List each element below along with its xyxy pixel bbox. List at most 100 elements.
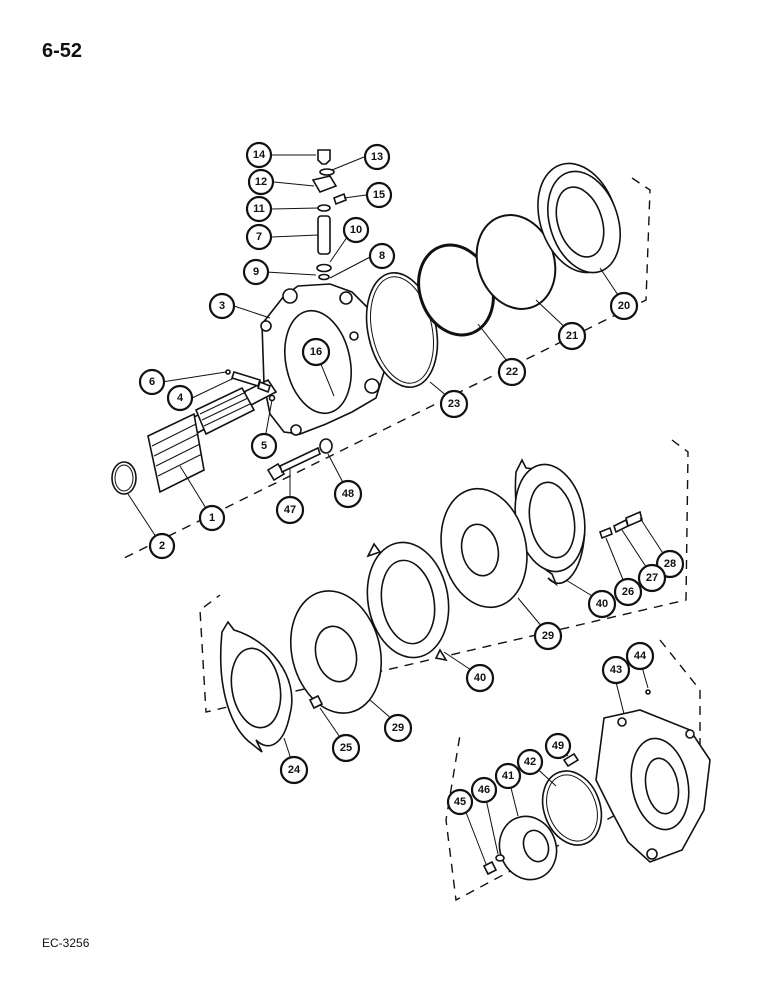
callout-23: 23 [439,389,469,419]
callout-15: 15 [365,181,393,209]
svg-text:13: 13 [371,151,383,163]
svg-text:28: 28 [664,558,676,570]
svg-text:48: 48 [342,488,354,500]
svg-text:27: 27 [646,572,658,584]
svg-text:44: 44 [634,650,647,662]
svg-text:5: 5 [261,440,267,452]
part-29-friction-disc-right [440,487,528,609]
svg-text:46: 46 [478,784,490,796]
part-29-friction-disc-left [289,590,383,714]
part-48-washer [319,438,333,454]
svg-text:41: 41 [502,770,514,782]
svg-text:40: 40 [596,598,608,610]
svg-text:45: 45 [454,796,466,808]
svg-text:15: 15 [373,189,385,201]
svg-text:23: 23 [448,398,460,410]
part-40-steel-plate-middle [366,541,450,662]
callout-46: 46 [470,776,498,804]
part-9-oring [318,273,330,281]
callout-48: 48 [333,479,363,509]
part-10-washer [316,263,332,273]
callout-49: 49 [544,732,572,760]
svg-text:12: 12 [255,176,267,188]
svg-text:20: 20 [618,300,630,312]
callout-40-middle: 40 [465,663,495,693]
page-number: 6-52 [42,40,83,62]
part-11-ring [317,204,331,212]
part-42-ring [541,770,603,846]
part-7-valve [317,215,331,255]
svg-text:11: 11 [253,203,265,215]
part-2-snap-ring [111,461,137,495]
callout-3: 3 [208,292,236,320]
svg-text:43: 43 [610,664,622,676]
part-2-snap-ring-inner [114,464,134,492]
part-42-ring-inner [546,774,598,842]
callout-42: 42 [516,748,544,776]
part-4-spring [257,380,271,394]
part-49-screw [562,752,580,768]
part-26-pin [599,526,613,540]
callout-14: 14 [245,141,273,169]
part-46-washer [495,854,505,862]
part-14-plug [317,149,331,165]
part-12-block [311,175,338,193]
callout-4: 4 [166,384,194,412]
svg-text:29: 29 [542,630,554,642]
callout-10: 10 [342,216,370,244]
part-20-piston [537,162,621,274]
part-47-bolt-shank [279,446,321,474]
callout-7: 7 [245,223,273,251]
callout-45: 45 [446,788,474,816]
part-41-hub [498,815,558,881]
callout-11: 11 [245,195,273,223]
callout-43: 43 [601,655,631,685]
part-43-housing [595,709,711,863]
part-24-plate [219,620,293,753]
svg-text:2: 2 [159,540,165,552]
part-23-ring-inner [370,276,434,384]
part-6-ball [225,369,231,375]
svg-text:9: 9 [253,266,259,278]
svg-text:42: 42 [524,756,536,768]
valve-stack [311,149,347,281]
svg-text:26: 26 [622,586,634,598]
svg-text:21: 21 [566,330,578,342]
callout-20: 20 [609,291,639,321]
callout-13: 13 [363,143,391,171]
svg-text:22: 22 [506,366,518,378]
part-27-spring [613,518,629,534]
callout-41: 41 [494,762,522,790]
svg-text:14: 14 [253,149,266,161]
svg-text:49: 49 [552,740,564,752]
svg-text:7: 7 [256,231,262,243]
callout-26: 26 [613,577,643,607]
svg-text:25: 25 [340,742,352,754]
callout-16: 16 [301,337,331,367]
svg-text:6: 6 [149,376,155,388]
svg-text:8: 8 [379,250,385,262]
svg-text:16: 16 [310,346,322,358]
part-40-steel-plate-right [514,458,586,587]
svg-text:1: 1 [209,512,215,524]
callout-12: 12 [247,168,275,196]
part-15-screw [333,192,347,206]
callout-29-right: 29 [533,621,563,651]
callout-22: 22 [497,357,527,387]
part-44-plug [645,689,651,695]
part-1-shaft [147,378,278,494]
svg-text:29: 29 [392,722,404,734]
part-25-nut [308,694,324,710]
svg-text:47: 47 [284,504,296,516]
callout-8: 8 [368,242,396,270]
callout-25: 25 [331,733,361,763]
callout-6: 6 [138,368,166,396]
svg-text:3: 3 [219,300,225,312]
callout-28: 28 [655,549,685,579]
callout-5: 5 [250,432,278,460]
part-45-screw [482,860,498,876]
part-13-washer [319,168,335,176]
callout-9: 9 [242,258,270,286]
callout-21: 21 [557,321,587,351]
